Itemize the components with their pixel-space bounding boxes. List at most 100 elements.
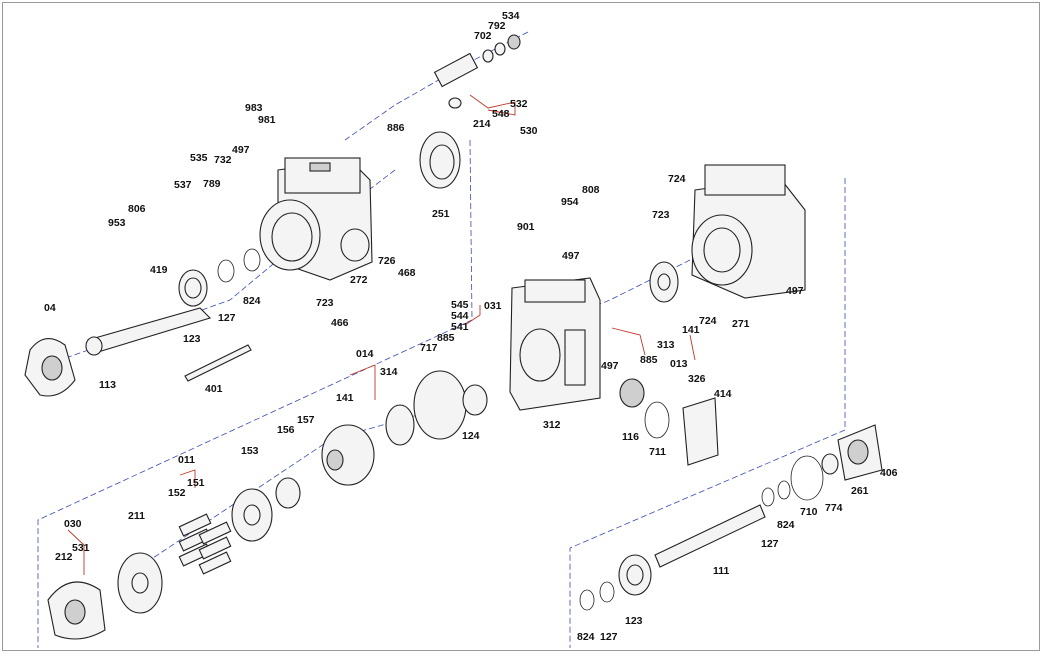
callout-545: 545 — [451, 299, 469, 311]
callout-leaders — [67, 94, 696, 575]
callout-123a: 123 — [183, 333, 201, 345]
callout-113: 113 — [99, 379, 116, 391]
control-shaft-assembly — [433, 34, 521, 109]
regulator-housing-right — [691, 164, 806, 299]
retainer-plate-153 — [231, 477, 301, 542]
callout-824b: 824 — [777, 519, 795, 531]
callout-497b: 497 — [562, 250, 580, 262]
callout-272: 272 — [350, 274, 368, 286]
callout-124: 124 — [462, 430, 480, 442]
callout-717: 717 — [420, 342, 438, 354]
callout-157: 157 — [297, 414, 315, 426]
callout-497a: 497 — [232, 144, 250, 156]
callout-954: 954 — [561, 196, 579, 208]
callout-497d: 497 — [786, 285, 804, 297]
callout-326: 326 — [688, 373, 706, 385]
callout-792: 792 — [488, 20, 506, 32]
callout-548: 548 — [492, 108, 510, 120]
callout-419: 419 — [150, 264, 168, 276]
callout-211: 211 — [128, 510, 145, 522]
callout-824a: 824 — [243, 295, 261, 307]
callout-534: 534 — [502, 10, 520, 22]
callout-544: 544 — [451, 310, 469, 322]
callout-824c: 824 — [577, 631, 595, 643]
callout-271: 271 — [732, 318, 750, 330]
callout-537: 537 — [174, 179, 192, 191]
plates-717-314 — [385, 370, 488, 446]
callout-983: 983 — [245, 102, 263, 114]
callout-127b: 127 — [761, 538, 779, 550]
callout-885b: 885 — [640, 354, 658, 366]
callout-702: 702 — [474, 30, 492, 42]
callout-123b: 123 — [625, 615, 643, 627]
callout-127c: 127 — [600, 631, 618, 643]
cover-plate-251 — [419, 131, 461, 189]
callout-406: 406 — [880, 467, 898, 479]
callout-111: 111 — [713, 565, 730, 577]
callout-466: 466 — [331, 317, 349, 329]
callout-808: 808 — [582, 184, 600, 196]
callout-497c: 497 — [601, 360, 619, 372]
callout-774: 774 — [825, 502, 843, 514]
piston-shoes-151-152 — [178, 513, 232, 575]
callout-127a: 127 — [218, 312, 236, 324]
callout-532: 532 — [510, 98, 528, 110]
gear-pump-parts — [619, 378, 719, 466]
callout-468: 468 — [398, 267, 416, 279]
callout-314: 314 — [380, 366, 398, 378]
callout-014: 014 — [356, 348, 374, 360]
callout-530: 530 — [520, 125, 538, 137]
callout-531: 531 — [72, 542, 90, 554]
rear-cover-261 — [790, 424, 883, 501]
bearing-123-left — [178, 248, 261, 307]
callout-011: 011 — [178, 454, 195, 466]
callout-806: 806 — [128, 203, 146, 215]
callout-724b: 724 — [699, 315, 717, 327]
callout-116: 116 — [622, 431, 639, 443]
callout-261: 261 — [851, 485, 869, 497]
callout-789: 789 — [203, 178, 221, 190]
callout-251: 251 — [432, 208, 450, 220]
callout-141a: 141 — [336, 392, 354, 404]
callout-313: 313 — [657, 339, 675, 351]
callout-953: 953 — [108, 217, 126, 229]
callout-212: 212 — [55, 551, 73, 563]
callout-724a: 724 — [668, 173, 686, 185]
callout-885a: 885 — [437, 332, 455, 344]
callout-153: 153 — [241, 445, 259, 457]
callout-labels: 534 792 702 532 548 214 530 983 981 497 … — [44, 10, 898, 643]
callout-732: 732 — [214, 154, 232, 166]
swash-plate-212 — [47, 581, 106, 640]
callout-901: 901 — [517, 221, 535, 233]
callout-726: 726 — [378, 255, 396, 267]
callout-723a: 723 — [316, 297, 334, 309]
callout-214: 214 — [473, 118, 491, 130]
callout-152: 152 — [168, 487, 186, 499]
seal-cover-04 — [24, 338, 76, 397]
callout-535: 535 — [190, 152, 208, 164]
callout-886: 886 — [387, 122, 405, 134]
valve-plate-313 — [649, 261, 679, 303]
regulator-housing-left — [259, 157, 373, 281]
callout-414: 414 — [714, 388, 732, 400]
callout-312: 312 — [543, 419, 561, 431]
through-bolt-401 — [184, 344, 252, 382]
callout-401: 401 — [205, 383, 223, 395]
callout-723b: 723 — [652, 209, 670, 221]
callout-013: 013 — [670, 358, 688, 370]
callout-156: 156 — [277, 424, 295, 436]
callout-04: 04 — [44, 302, 56, 314]
drive-shaft-113 — [85, 307, 212, 356]
shoe-plate-211 — [117, 552, 163, 614]
bearing-123-right — [579, 480, 791, 611]
drive-shaft-111 — [654, 504, 766, 568]
callout-151: 151 — [187, 477, 205, 489]
valve-block-312 — [509, 277, 601, 411]
callout-711: 711 — [649, 446, 666, 458]
callout-981: 981 — [258, 114, 276, 126]
callout-710: 710 — [800, 506, 818, 518]
callout-141b: 141 — [682, 324, 700, 336]
callout-541: 541 — [451, 321, 469, 333]
callout-031: 031 — [484, 300, 502, 312]
